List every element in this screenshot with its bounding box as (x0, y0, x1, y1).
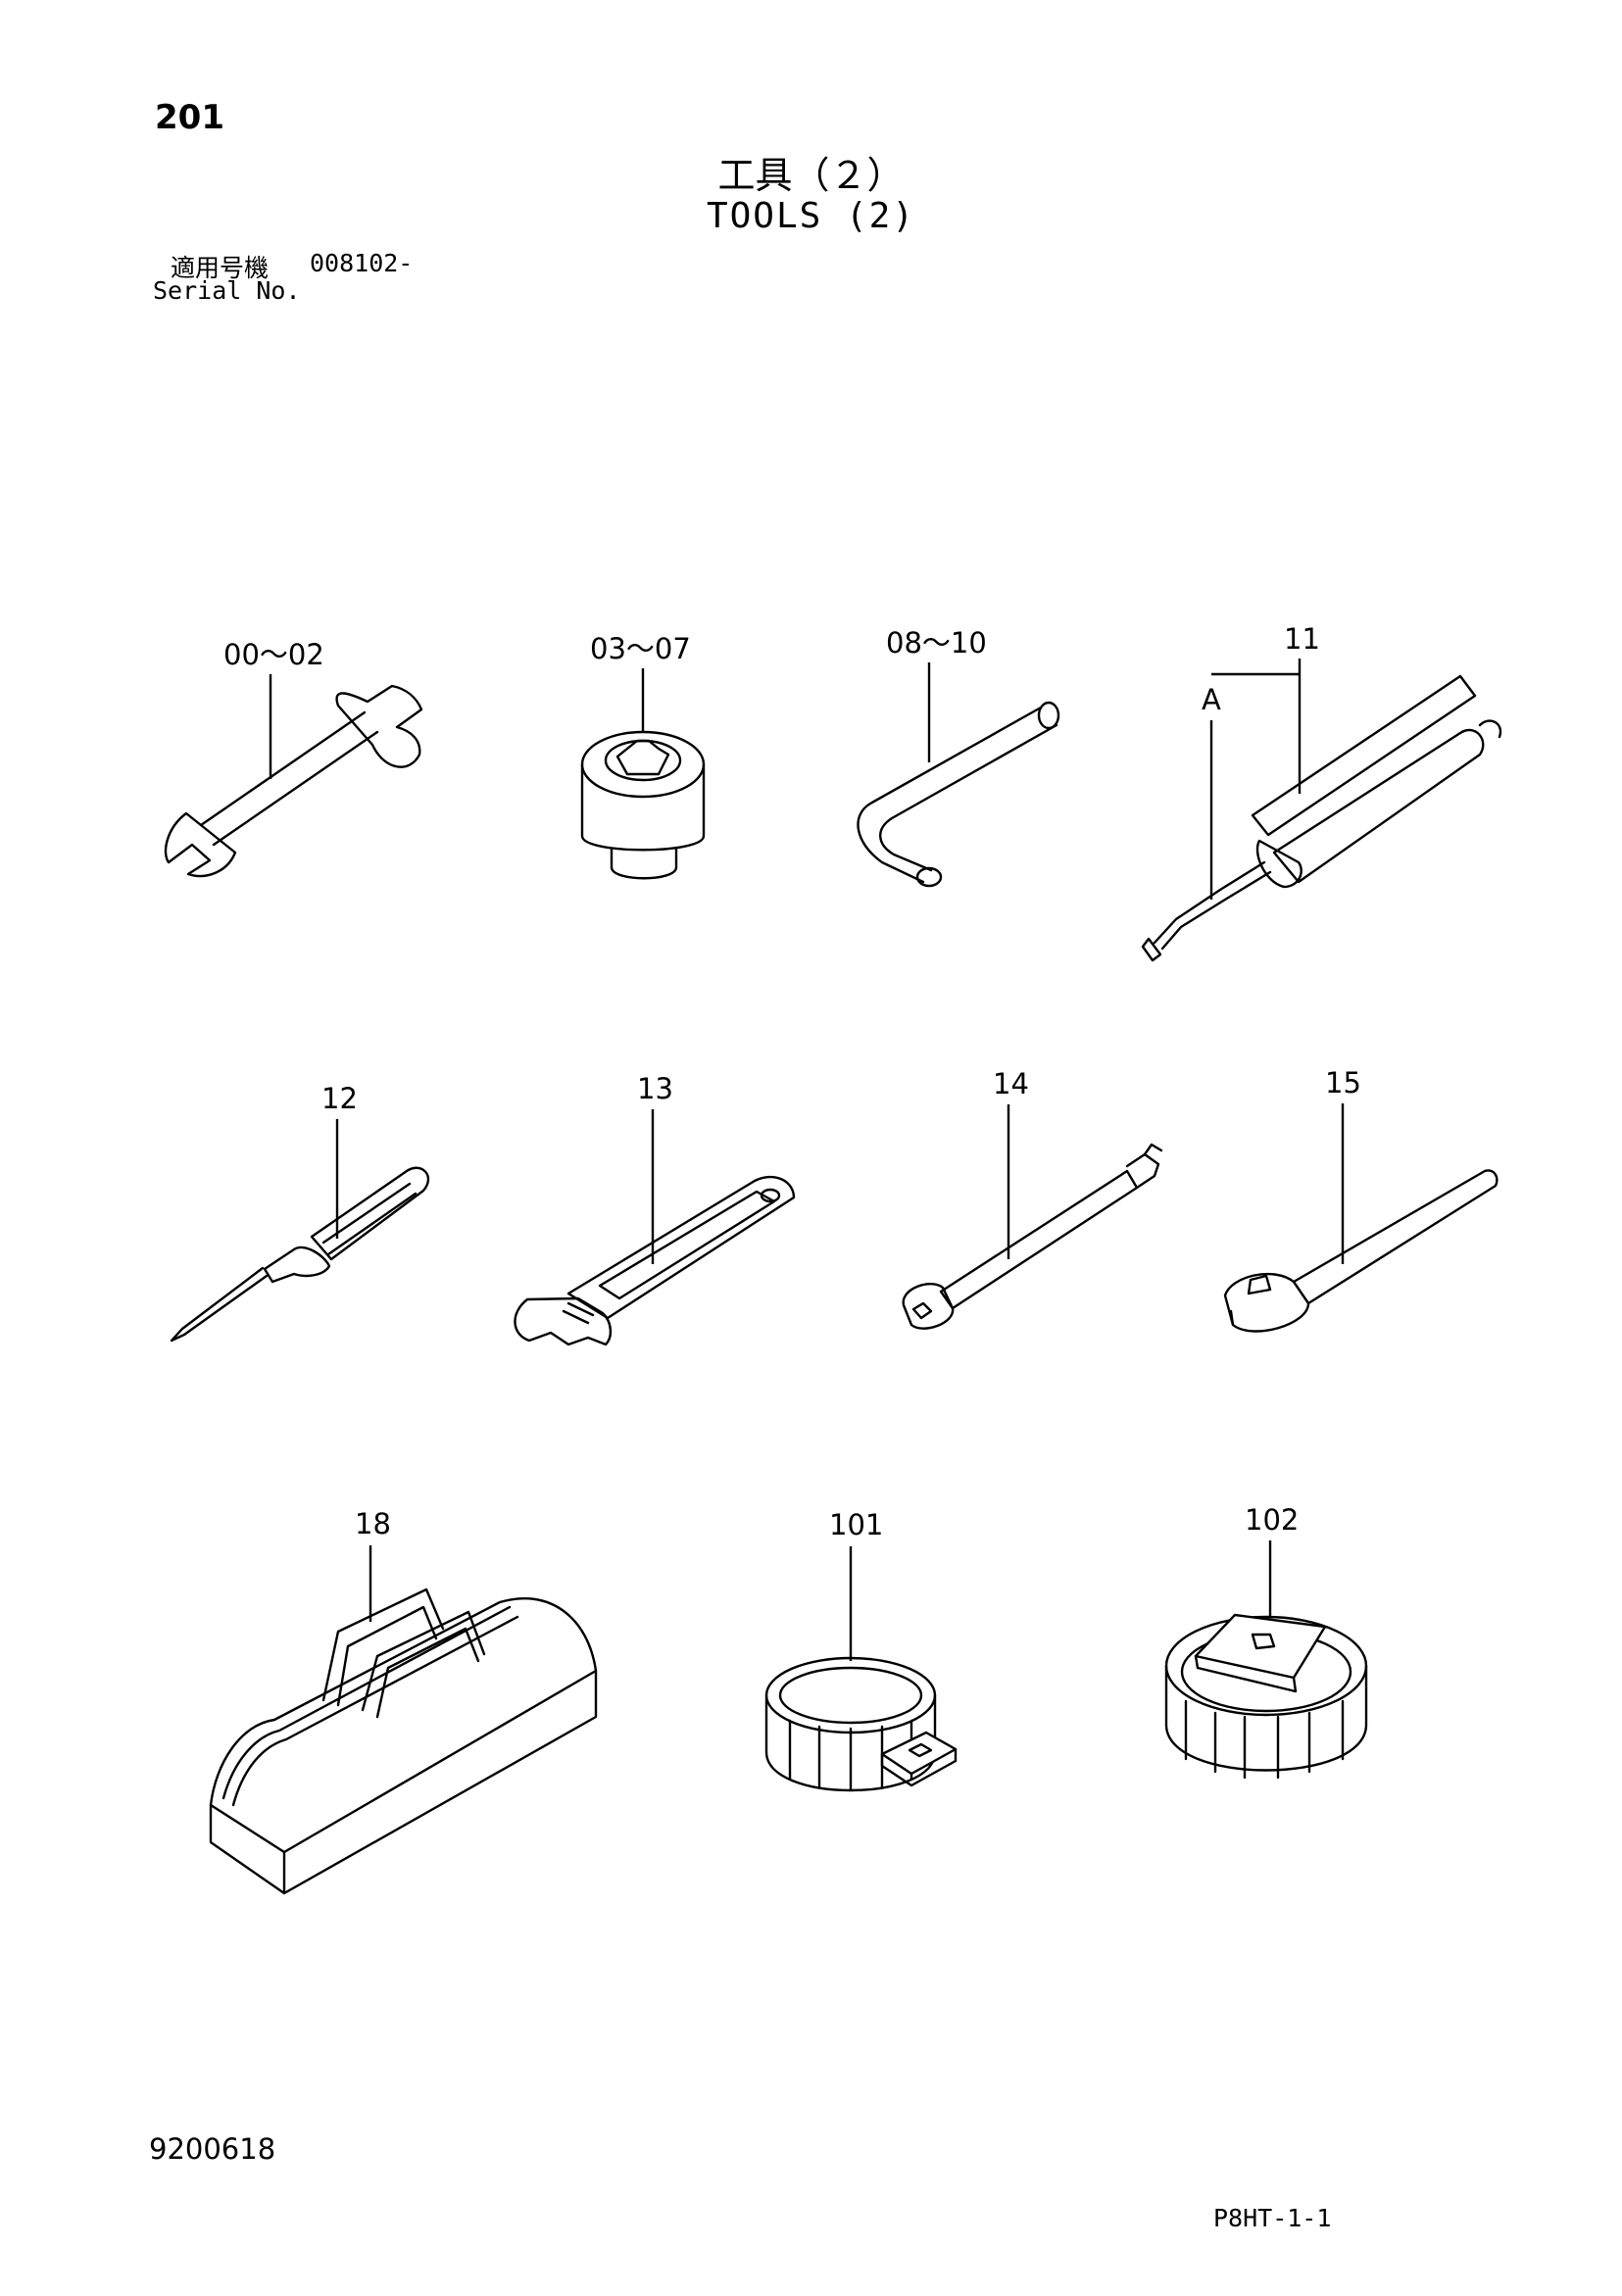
serial-label-jp: 適用号機 (171, 254, 270, 282)
callout-ratchet-handle: 15 (1325, 1066, 1361, 1099)
screwdriver: 12 (170, 1082, 430, 1343)
serial-range: 008102- (310, 249, 414, 277)
open-end-wrench: 00～02 (164, 638, 423, 878)
callout-extension-bar: 14 (993, 1067, 1029, 1100)
page-title-jp: 工具（２） (717, 154, 905, 197)
callout-screwdriver: 12 (321, 1082, 358, 1115)
callout-tool-bag: 18 (355, 1507, 391, 1540)
extension-bar: 14 (902, 1067, 1163, 1330)
callout-hex-key: 08～10 (886, 626, 987, 659)
adjustable-wrench: 13 (514, 1072, 796, 1346)
callout-adjustable-wrench: 13 (637, 1072, 673, 1105)
filter-wrench-band: 101 (764, 1508, 958, 1792)
socket: 03～07 (580, 632, 706, 880)
callout-grease-gun: 11 (1284, 622, 1320, 656)
callout-wrench: 00～02 (223, 638, 324, 671)
callout-grease-gun-hose: A (1202, 683, 1221, 716)
serial-label-en: Serial No. (153, 276, 301, 305)
page-code: P8HT-1-1 (1213, 2204, 1332, 2232)
filter-wrench-cap: 102 (1164, 1503, 1368, 1780)
callout-filter-wrench-cap: 102 (1245, 1503, 1299, 1537)
page-number: 201 (155, 98, 224, 137)
callout-socket: 03～07 (590, 632, 691, 665)
grease-gun: 11 A (1141, 622, 1502, 962)
hex-key: 08～10 (857, 626, 1060, 888)
tool-bag: 18 (209, 1507, 598, 1895)
page-title-en: TOOLS (2) (706, 196, 916, 236)
drawing-number: 9200618 (149, 2132, 276, 2166)
callout-filter-wrench-band: 101 (829, 1508, 883, 1541)
ratchet-handle: 15 (1223, 1066, 1499, 1333)
